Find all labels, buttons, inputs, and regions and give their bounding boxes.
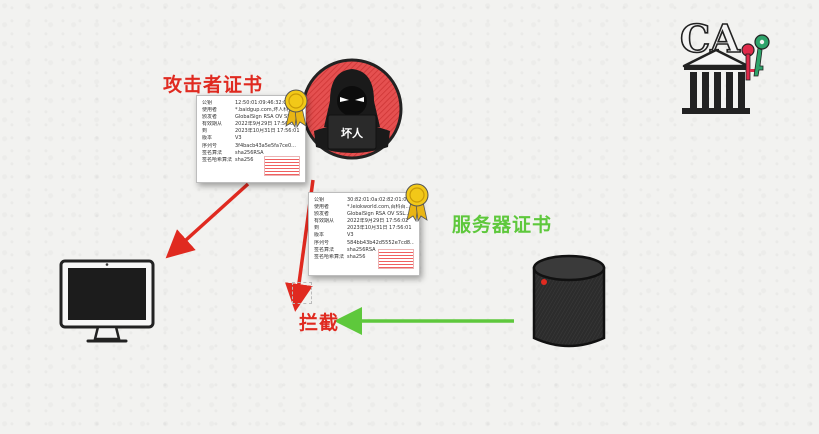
signature-block bbox=[264, 156, 300, 176]
server-cert-label: 服务器证书 bbox=[452, 214, 553, 236]
award-ribbon-icon bbox=[405, 183, 429, 222]
ca-bank-key-icon: CA bbox=[679, 15, 770, 114]
monitor-icon bbox=[59, 259, 155, 343]
hacker-icon: 坏人 bbox=[301, 58, 403, 160]
award-ribbon-icon bbox=[284, 89, 308, 128]
intercept-label: 拦截 bbox=[299, 312, 340, 334]
signature-block bbox=[378, 249, 414, 269]
cert-row: 使用者*.baidgup.com,坏人科技... bbox=[202, 107, 299, 114]
attacker-cert-label: 攻击者证书 bbox=[163, 74, 264, 96]
server-icon bbox=[532, 254, 606, 348]
hacker-label: 坏人 bbox=[341, 126, 364, 140]
arrow-hacker-to-client bbox=[165, 182, 250, 259]
cert-row: 使用者*.leiokworld.com,百科百... bbox=[314, 204, 411, 211]
intercept-marker bbox=[292, 282, 312, 304]
